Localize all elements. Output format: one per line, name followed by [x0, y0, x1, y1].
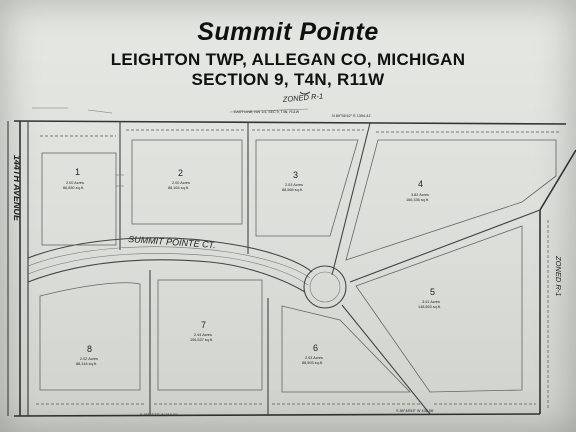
lot-acres: 2.00 Acres — [172, 181, 190, 185]
lot-acres: 2.00 Acres — [66, 181, 84, 185]
lot-acres: 3.82 Acres — [411, 193, 429, 197]
lot-number: 8 — [87, 344, 92, 354]
lot-sqft: 88,144 sq.ft. — [76, 362, 97, 366]
plan-title: Summit Pointe — [197, 18, 379, 46]
avenue-label: 144TH AVENUE — [12, 155, 22, 222]
lot-7[interactable]: 7 2.44 Acres 106,537 sq.ft. — [190, 320, 213, 342]
dimension-marks — [36, 129, 560, 410]
lot-sqft: 88,568 sq.ft. — [282, 188, 303, 192]
lot-acres: 2.44 Acres — [194, 333, 212, 337]
lot-3[interactable]: 3 2.03 Acres 88,568 sq.ft. — [282, 170, 303, 192]
lot-number: 4 — [418, 179, 423, 189]
south-bearing-right: S 89°48'53" W 438.56' — [396, 409, 434, 413]
lot-number: 5 — [430, 287, 435, 297]
lot-5[interactable]: 5 3.41 Acres 148,653 sq.ft. — [418, 287, 441, 309]
zoned-label-top: ZONED R-1 — [281, 92, 323, 105]
zoned-label-right: ZONED R-1 — [554, 255, 563, 296]
lot-sqft: 88,164 sq.ft. — [168, 186, 189, 190]
east-line-note: EAST LINE, NW 1/4, SEC 9, T4N, R11W — [234, 110, 300, 114]
lot-2[interactable]: 2 2.00 Acres 88,164 sq.ft. — [168, 168, 190, 190]
lot-number: 2 — [178, 168, 183, 178]
plan-section: SECTION 9, T4N, R11W — [191, 70, 385, 89]
north-bearing: N 89°56'42" E 1394.41' — [332, 114, 371, 118]
lot-number: 3 — [293, 170, 298, 180]
property-boundary — [7, 120, 576, 417]
lot-6[interactable]: 6 2.03 Acres 88,593 sq.ft. — [302, 343, 323, 365]
lot-number: 6 — [313, 343, 318, 353]
lot-sqft: 166,336 sq.ft. — [406, 198, 429, 202]
lot-number: 7 — [201, 320, 206, 330]
lot-sqft: 106,537 sq.ft. — [190, 338, 213, 342]
lot-4[interactable]: 4 3.82 Acres 166,336 sq.ft. — [406, 179, 429, 202]
lot-acres: 3.41 Acres — [422, 300, 440, 304]
lot-8[interactable]: 8 2.02 Acres 88,144 sq.ft. — [76, 344, 98, 366]
court-label: SUMMIT POINTE CT. — [128, 234, 216, 250]
lot-acres: 2.03 Acres — [285, 183, 303, 187]
plan-location: LEIGHTON TWP, ALLEGAN CO, MICHIGAN — [110, 50, 466, 69]
lot-lines — [27, 121, 541, 416]
summit-pointe-court-road — [27, 237, 347, 309]
lot-building-envelopes — [39, 139, 557, 393]
lot-acres: 2.02 Acres — [80, 357, 98, 361]
lot-sqft: 88,593 sq.ft. — [302, 361, 323, 365]
lot-number: 1 — [75, 167, 80, 177]
lot-sqft: 86,830 sq.ft. — [63, 186, 84, 190]
cursor-hand-icon — [299, 91, 311, 95]
lot-1[interactable]: 1 2.00 Acres 86,830 sq.ft. — [63, 167, 84, 190]
lot-acres: 2.03 Acres — [305, 356, 323, 360]
lot-sqft: 148,653 sq.ft. — [418, 305, 441, 309]
